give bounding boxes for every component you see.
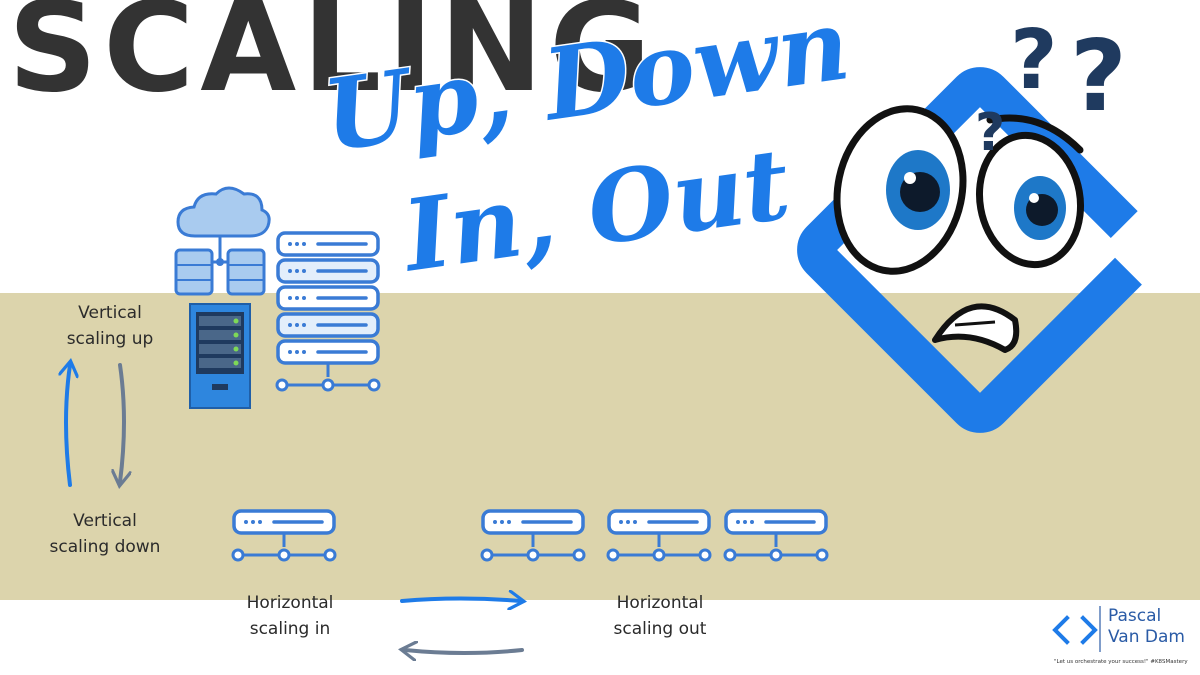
brand-logo-icon	[1052, 615, 1098, 645]
arrow-down-icon	[120, 363, 124, 482]
svg-text:?: ?	[1010, 13, 1058, 108]
label-horizontal-scaling-out: Horizontal scaling out	[613, 593, 707, 639]
label-horizontal-scaling-in: Horizontal scaling in	[246, 593, 334, 639]
arrow-right-icon	[400, 599, 520, 602]
confused-face-icon	[833, 105, 1085, 353]
server-tower-icon	[189, 303, 251, 409]
question-mark-icon: ? ? ?	[975, 13, 1127, 163]
cloud-database-icon	[174, 186, 271, 296]
server-rack-icon	[275, 231, 381, 392]
server-unit-icon	[482, 511, 584, 560]
page-title: SCALING	[8, 0, 657, 120]
server-unit-icon	[608, 511, 710, 560]
server-unit-icon	[725, 511, 827, 560]
arrow-left-icon	[405, 650, 524, 653]
label-vertical-scaling-up: Vertical scaling up	[66, 303, 154, 349]
brand-name: Pascal Van Dam	[1108, 606, 1185, 647]
arrow-up-icon	[66, 365, 70, 487]
server-unit-icon	[233, 511, 335, 560]
svg-text:?: ?	[1070, 20, 1127, 134]
label-vertical-scaling-down: Vertical scaling down	[49, 511, 161, 557]
brand-tagline: "Let us orchestrate your success!" #K8SM…	[1054, 659, 1188, 665]
svg-text:?: ?	[975, 103, 1005, 163]
